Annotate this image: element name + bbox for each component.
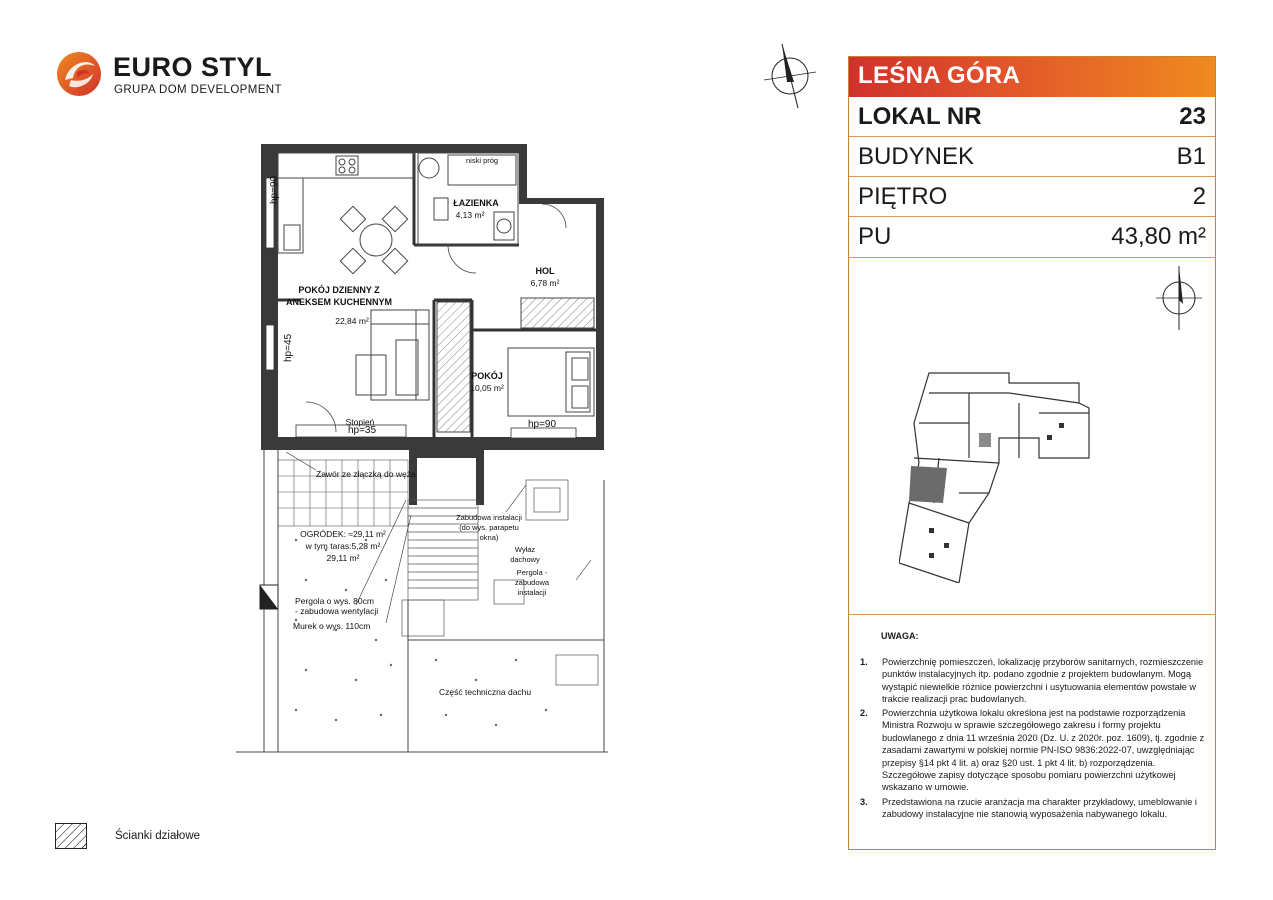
room-pokoj-name: POKÓJ xyxy=(471,371,503,381)
floor-plan-drawing xyxy=(236,144,608,753)
project-name: LEŚNA GÓRA xyxy=(858,62,1021,89)
room-pokoj-area: 10,05 m² xyxy=(470,383,504,393)
stopien-label: Stopień xyxy=(345,417,375,427)
pietro-value: 2 xyxy=(1192,183,1206,210)
pietro-label: PIĘTRO xyxy=(858,183,948,210)
room-bathroom-name: ŁAZIENKA xyxy=(453,198,499,208)
note-item: 2. Powierzchnia użytkowa lokalu określon… xyxy=(860,707,1210,794)
room-hol-area: 6,78 m² xyxy=(530,278,560,288)
pu-label: PU xyxy=(858,223,892,250)
room-bathroom-area: 4,13 m² xyxy=(455,210,485,220)
budynek-value: B1 xyxy=(1176,143,1206,170)
hp90-bottom-label: hp=90 xyxy=(527,419,557,430)
ogrodek-label-1: OGRÓDEK: ≈29,11 m² xyxy=(300,529,386,539)
building-key-plan xyxy=(849,258,1215,615)
note-number: 1. xyxy=(860,657,868,667)
floor-plan: niski próg ŁAZIENKA 4,13 m² HOL 6,78 m² … xyxy=(236,140,608,754)
ogrodek-label-2: w tym taras:5,28 m² xyxy=(305,541,381,551)
hp35-label: hp=35 xyxy=(347,425,377,436)
zabudowa-label-2: (do wys. parapetu xyxy=(459,523,519,532)
room-living-area: 22,84 m² xyxy=(335,316,369,326)
apartment-info-panel: LEŚNA GÓRA LOKAL NR 23 BUDYNEK B1 PIĘTRO… xyxy=(848,56,1216,850)
note-item: 3. Przedstawiona na rzucie aranżacja ma … xyxy=(860,796,1210,821)
row-pietro: PIĘTRO 2 xyxy=(849,177,1215,217)
brand-logo: EURO STYL GRUPA DOM DEVELOPMENT xyxy=(55,50,285,102)
niski-prog-label: niski próg xyxy=(466,156,499,165)
lokal-value: 23 xyxy=(1179,103,1206,130)
lokal-label: LOKAL NR xyxy=(858,103,982,130)
partition-wall-swatch xyxy=(55,823,87,849)
hp90-left-label: hp=90 xyxy=(269,175,280,204)
pergola-right-label-2: zabudowa xyxy=(514,578,550,587)
wylaz-label-2: dachowy xyxy=(510,555,540,564)
notes-title: UWAGA: xyxy=(881,631,919,641)
note-text: Przedstawiona na rzucie aranżacja ma cha… xyxy=(882,797,1197,820)
budynek-label: BUDYNEK xyxy=(858,143,975,170)
pergola-right-label-1: Pergola - xyxy=(516,568,548,577)
pu-value: 43,80 m² xyxy=(1111,223,1206,250)
note-item: 1. Powierzchnię pomieszczeń, lokalizację… xyxy=(860,656,1210,706)
project-header: LEŚNA GÓRA xyxy=(849,57,1215,97)
pergola-left-label-2: - zabudowa wentylacji xyxy=(295,606,379,616)
room-hol-name: HOL xyxy=(535,266,555,276)
ogrodek-label-3: 29,11 m² xyxy=(326,553,360,563)
north-arrow-icon xyxy=(763,43,817,109)
zabudowa-label-1: Zabudowa instalacji xyxy=(456,513,522,522)
zawor-label: Zawór ze złączką do węża xyxy=(316,469,416,479)
zabudowa-label-3: okna) xyxy=(479,533,499,542)
room-living-name-1: POKÓJ DZIENNY Z xyxy=(298,285,380,295)
hp45-label: hp=45 xyxy=(283,333,294,362)
note-text: Powierzchnię pomieszczeń, lokalizację pr… xyxy=(882,657,1204,705)
brand-name: EURO STYL xyxy=(113,52,273,82)
note-number: 3. xyxy=(860,797,868,807)
row-budynek: BUDYNEK B1 xyxy=(849,137,1215,177)
dach-label: Część techniczna dachu xyxy=(439,687,532,697)
brand-tagline: GRUPA DOM DEVELOPMENT xyxy=(114,84,282,96)
note-text: Powierzchnia użytkowa lokalu określona j… xyxy=(882,708,1205,793)
row-lokal: LOKAL NR 23 xyxy=(849,97,1215,137)
key-plan-north-arrow-icon xyxy=(1156,266,1202,330)
pergola-right-label-3: instalacji xyxy=(517,588,547,597)
wylaz-label-1: Wyłaz xyxy=(514,545,536,554)
pergola-left-label-1: Pergola o wys. 80cm xyxy=(295,596,374,606)
euro-styl-logo-icon xyxy=(57,52,101,96)
room-living-name-2: ANEKSEM KUCHENNYM xyxy=(285,297,393,307)
murek-label: Murek o wys. 110cm xyxy=(293,621,371,631)
row-pu: PU 43,80 m² xyxy=(849,217,1215,258)
note-number: 2. xyxy=(860,708,868,718)
legend-label: Ścianki działowe xyxy=(115,830,201,842)
key-plan-drawing xyxy=(899,372,1090,583)
